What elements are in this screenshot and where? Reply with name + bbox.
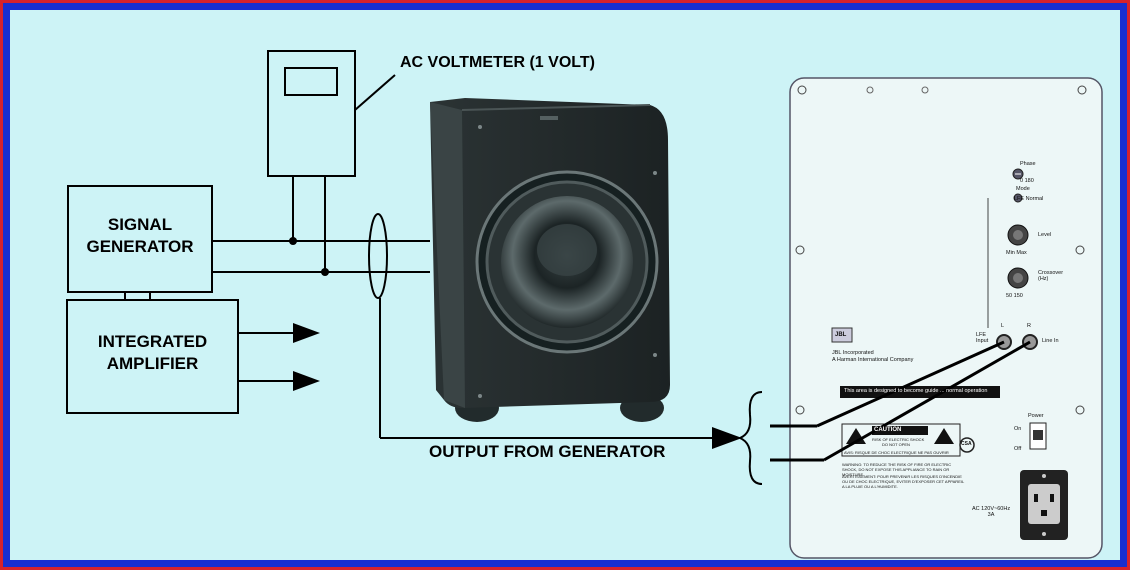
line-in-label: Line In	[1042, 338, 1059, 344]
signal-generator-box	[67, 185, 430, 300]
warning-text: WARNING: TO REDUCE THE RISK OF FIRE OR E…	[842, 462, 952, 477]
amplifier-box	[66, 299, 320, 414]
amplifier-label-line2: AMPLIFIER	[106, 354, 199, 373]
power-on-label: On	[1014, 426, 1022, 432]
caution-sub2: DO NOT OPEN	[882, 442, 910, 447]
output-cable	[368, 213, 763, 485]
power-off-label: Off	[1014, 446, 1022, 452]
phase-values: 0 180	[1020, 178, 1034, 184]
voltmeter	[267, 50, 396, 272]
power-label: Power	[1028, 413, 1044, 419]
diagram-canvas: AC VOLTMETER (1 VOLT) SIGNAL GENERATOR I…	[10, 10, 1120, 560]
input-l-label: L	[1001, 323, 1005, 329]
company-line2: A Harman International Company	[832, 357, 914, 363]
csa-mark: CSA	[961, 441, 972, 447]
level-label: Level	[1038, 232, 1052, 238]
phase-label: Phase	[1020, 161, 1036, 167]
company-line1: JBL Incorporated	[832, 350, 874, 356]
amplifier-label: INTEGRATED AMPLIFIER	[67, 331, 238, 375]
crossover-range: 50 150	[1006, 293, 1023, 299]
caution-sub1: RISK OF ELECTRIC SHOCK	[872, 437, 925, 442]
voltmeter-label: AC VOLTMETER (1 VOLT)	[400, 54, 595, 71]
input-cables	[770, 340, 1031, 462]
subwoofer	[430, 98, 670, 422]
warning-fr: AVERTISSEMENT: POUR PREVENIR LES RISQUES…	[842, 474, 965, 489]
diagram-svg	[66, 50, 1103, 559]
brand-logo: JBL	[835, 332, 847, 338]
caution-fr: AVIS: RISQUE DE CHOC ELECTRIQUE NE PAS O…	[844, 450, 949, 455]
lfe-input-label: LFE Input	[976, 332, 989, 344]
input-r-label: R	[1027, 323, 1031, 329]
crossover-label: Crossover (Hz)	[1038, 270, 1064, 282]
mode-values: LFE Normal	[1014, 196, 1044, 202]
amplifier-label-line1: INTEGRATED	[97, 332, 208, 351]
level-range: Min Max	[1006, 250, 1027, 256]
signal-generator-label: SIGNAL GENERATOR	[68, 214, 212, 258]
signal-generator-label-line2: GENERATOR	[86, 237, 194, 256]
ac-rating: AC 120V~60Hz 3A	[972, 506, 1011, 518]
back-panel	[789, 77, 1103, 559]
signal-generator-label-line1: SIGNAL	[107, 215, 173, 234]
caution-title: CAUTION	[874, 427, 902, 433]
notice-text: This area is designed to become guide ..…	[844, 388, 988, 394]
mode-label: Mode	[1016, 186, 1030, 192]
output-label: OUTPUT FROM GENERATOR	[429, 442, 666, 461]
